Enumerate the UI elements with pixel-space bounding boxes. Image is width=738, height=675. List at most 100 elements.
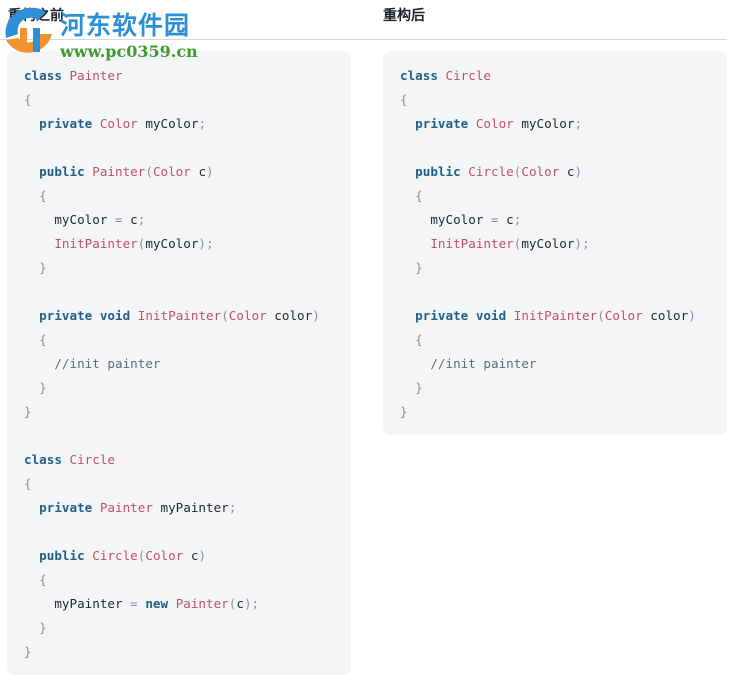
code-token: new (145, 596, 169, 611)
code-token: myColor (521, 236, 575, 251)
code-token: Painter (69, 68, 123, 83)
code-line: public Circle(Color c) (400, 160, 696, 184)
code-line: { (24, 328, 320, 352)
code-token: ; (513, 212, 522, 227)
code-token (400, 308, 415, 323)
code-token: Painter (99, 500, 153, 515)
code-token: myColor (400, 212, 491, 227)
code-token: InitPainter (430, 236, 514, 251)
code-token: private (39, 116, 93, 131)
code-token: Color (604, 308, 643, 323)
code-line: } (24, 400, 320, 424)
code-token: class (24, 452, 62, 467)
code-token: void (475, 308, 507, 323)
code-block-before: class Painter{ private Color myColor; pu… (7, 51, 351, 675)
code-line: private void InitPainter(Color color) (400, 304, 696, 328)
code-line: InitPainter(myColor); (400, 232, 696, 256)
code-token: { (39, 188, 47, 203)
code-token: = (130, 596, 138, 611)
code-token: InitPainter (137, 308, 222, 323)
code-token: Color (152, 164, 191, 179)
code-token: private (39, 500, 93, 515)
code-token (24, 356, 54, 371)
code-token: //init painter (430, 356, 537, 371)
code-line: { (400, 88, 696, 112)
code-token: myColor (137, 116, 199, 131)
code-line: { (400, 184, 696, 208)
code-token: ( (145, 164, 153, 179)
code-after: class Circle{ private Color myColor; pub… (400, 64, 696, 424)
code-token (92, 308, 100, 323)
header-divider (0, 39, 727, 40)
code-line: private Color myColor; (24, 112, 320, 136)
code-token: Color (145, 548, 184, 563)
code-token (168, 596, 176, 611)
code-token: color (642, 308, 689, 323)
code-token: = (115, 212, 123, 227)
code-token: c (236, 596, 244, 611)
code-token: } (24, 644, 32, 659)
code-token: ( (137, 236, 146, 251)
code-token: ; (198, 116, 207, 131)
code-line: } (24, 376, 320, 400)
code-token (62, 68, 70, 83)
code-token: c (183, 548, 199, 563)
code-token: myColor (513, 116, 575, 131)
code-token (24, 260, 39, 275)
code-line (24, 136, 320, 160)
code-line: } (400, 400, 696, 424)
code-line: } (24, 640, 320, 664)
code-token: ; (137, 212, 146, 227)
code-line: class Circle (24, 448, 320, 472)
code-token: { (24, 92, 32, 107)
code-token: c (559, 164, 575, 179)
code-token: } (39, 620, 47, 635)
code-token: private (39, 308, 93, 323)
code-token: void (99, 308, 131, 323)
code-token (400, 260, 415, 275)
code-token (506, 308, 514, 323)
code-token (24, 116, 39, 131)
code-token: myColor (24, 212, 115, 227)
code-token (400, 380, 415, 395)
code-token: //init painter (54, 356, 161, 371)
code-token: ( (513, 164, 522, 179)
watermark-site-name: 河东软件园 (60, 11, 191, 40)
code-token (24, 332, 39, 347)
code-line: myPainter = new Painter(c); (24, 592, 320, 616)
code-token: } (39, 260, 47, 275)
code-token (24, 500, 39, 515)
code-token: ( (513, 236, 522, 251)
after-title: 重构后 (383, 8, 425, 24)
code-token: ); (574, 236, 590, 251)
code-token (400, 164, 415, 179)
code-token (24, 164, 39, 179)
code-line: { (400, 328, 696, 352)
code-line: myColor = c; (400, 208, 696, 232)
code-token (24, 188, 39, 203)
code-token (400, 116, 415, 131)
code-token: ) (312, 308, 320, 323)
code-line: private Color myColor; (400, 112, 696, 136)
code-token (400, 356, 430, 371)
code-before: class Painter{ private Color myColor; pu… (24, 64, 320, 664)
code-line: private void InitPainter(Color color) (24, 304, 320, 328)
code-token (24, 380, 39, 395)
code-token: } (24, 404, 32, 419)
code-token: Color (228, 308, 267, 323)
code-line: //init painter (24, 352, 320, 376)
code-token (24, 236, 54, 251)
code-token: InitPainter (54, 236, 138, 251)
code-token: ) (198, 548, 207, 563)
code-line: { (24, 88, 320, 112)
code-line: } (24, 256, 320, 280)
code-line (400, 280, 696, 304)
code-line: class Painter (24, 64, 320, 88)
code-token (438, 68, 446, 83)
code-token: } (415, 380, 423, 395)
code-token: myPainter (152, 500, 229, 515)
code-token (24, 548, 39, 563)
code-token: Color (475, 116, 514, 131)
code-token: { (415, 188, 423, 203)
code-token: ) (688, 308, 696, 323)
